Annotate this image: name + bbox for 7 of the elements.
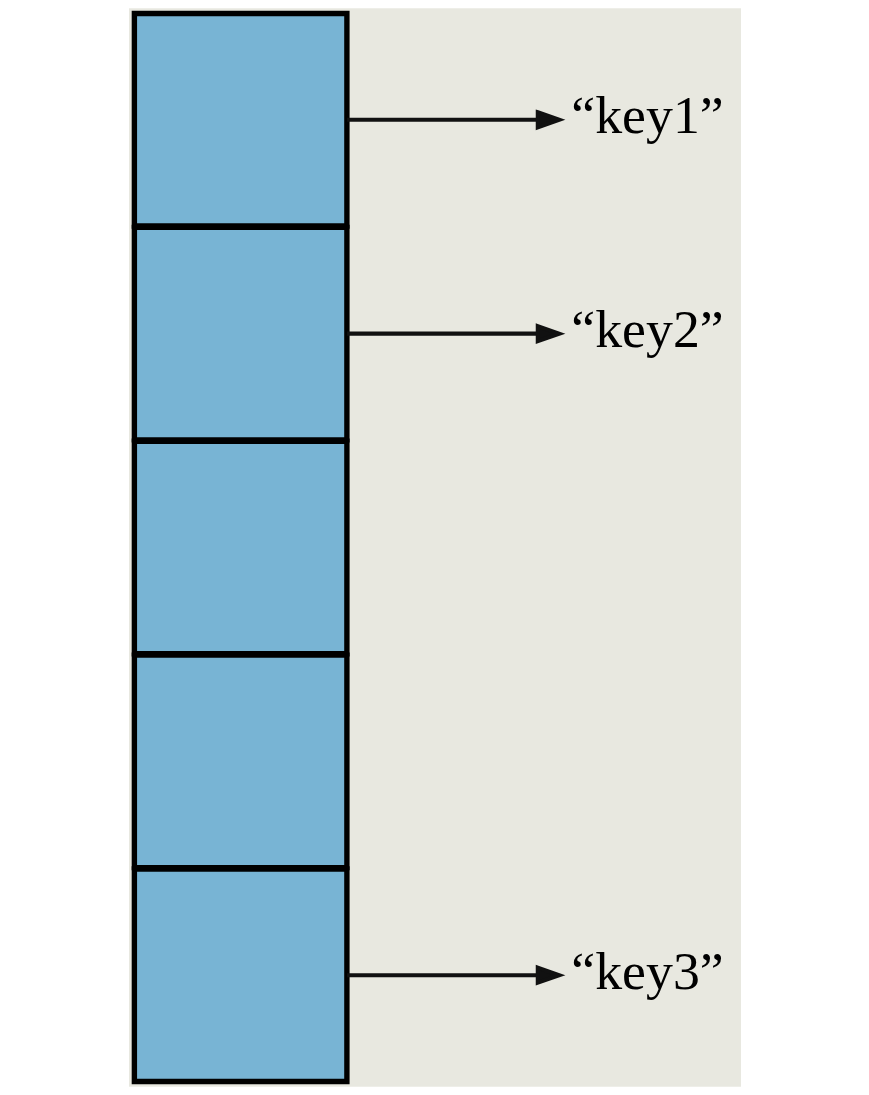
node-text: “key3” bbox=[570, 940, 724, 1001]
arrow bbox=[346, 964, 565, 986]
node-box bbox=[131, 10, 350, 229]
arrow bbox=[346, 109, 565, 131]
node-text: “key2” bbox=[570, 299, 724, 360]
arrow bbox=[346, 323, 565, 344]
node-text: “key1” bbox=[570, 85, 724, 146]
